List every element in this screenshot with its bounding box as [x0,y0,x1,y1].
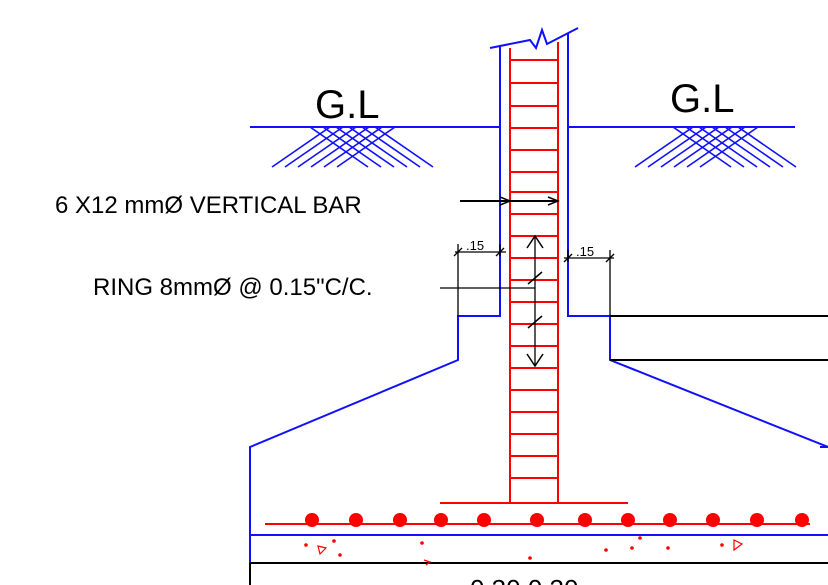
ring-callout-label: RING 8mmØ @ 0.15"C/C. [93,274,373,301]
cover-dimension-left [453,244,506,316]
footing-bottom-reinforcement [265,513,810,527]
ring-spacing-dimension [440,234,544,368]
blinding-aggregate-hatch [304,536,744,566]
vertical-bar-callout-label: 6 X12 mmØ VERTICAL BAR [55,192,362,219]
ground-level-left [250,126,500,168]
bar-dot [750,513,764,527]
bar-dot [434,513,448,527]
ground-level-label-left: G.L [315,83,379,127]
bar-dot [621,513,635,527]
bar-dot [530,513,544,527]
ground-level-right [568,126,797,168]
bar-dot [663,513,677,527]
column-reinforcement [440,42,628,504]
bar-dot [393,513,407,527]
cover-dimension-right-label: .15 [576,244,594,259]
cover-dimension-left-label: .15 [466,238,484,253]
bar-dot [305,513,319,527]
ground-level-label-right: G.L [670,77,734,121]
bar-dot [578,513,592,527]
vertical-bar-leader [460,196,561,206]
cover-dimension-right [563,250,615,316]
distribution-bars [305,513,809,527]
column-break-line [489,26,579,51]
bar-dot [706,513,720,527]
soil-hatch-left-icon [271,126,434,168]
concrete-left-profile [249,45,501,585]
soil-hatch-right-icon [634,126,797,168]
bar-dot [795,513,809,527]
bar-dot [477,513,491,527]
bar-dot [349,513,363,527]
footing-width-dimension-label: 0.30 0.30 [470,574,578,585]
ties-rings [510,59,558,479]
